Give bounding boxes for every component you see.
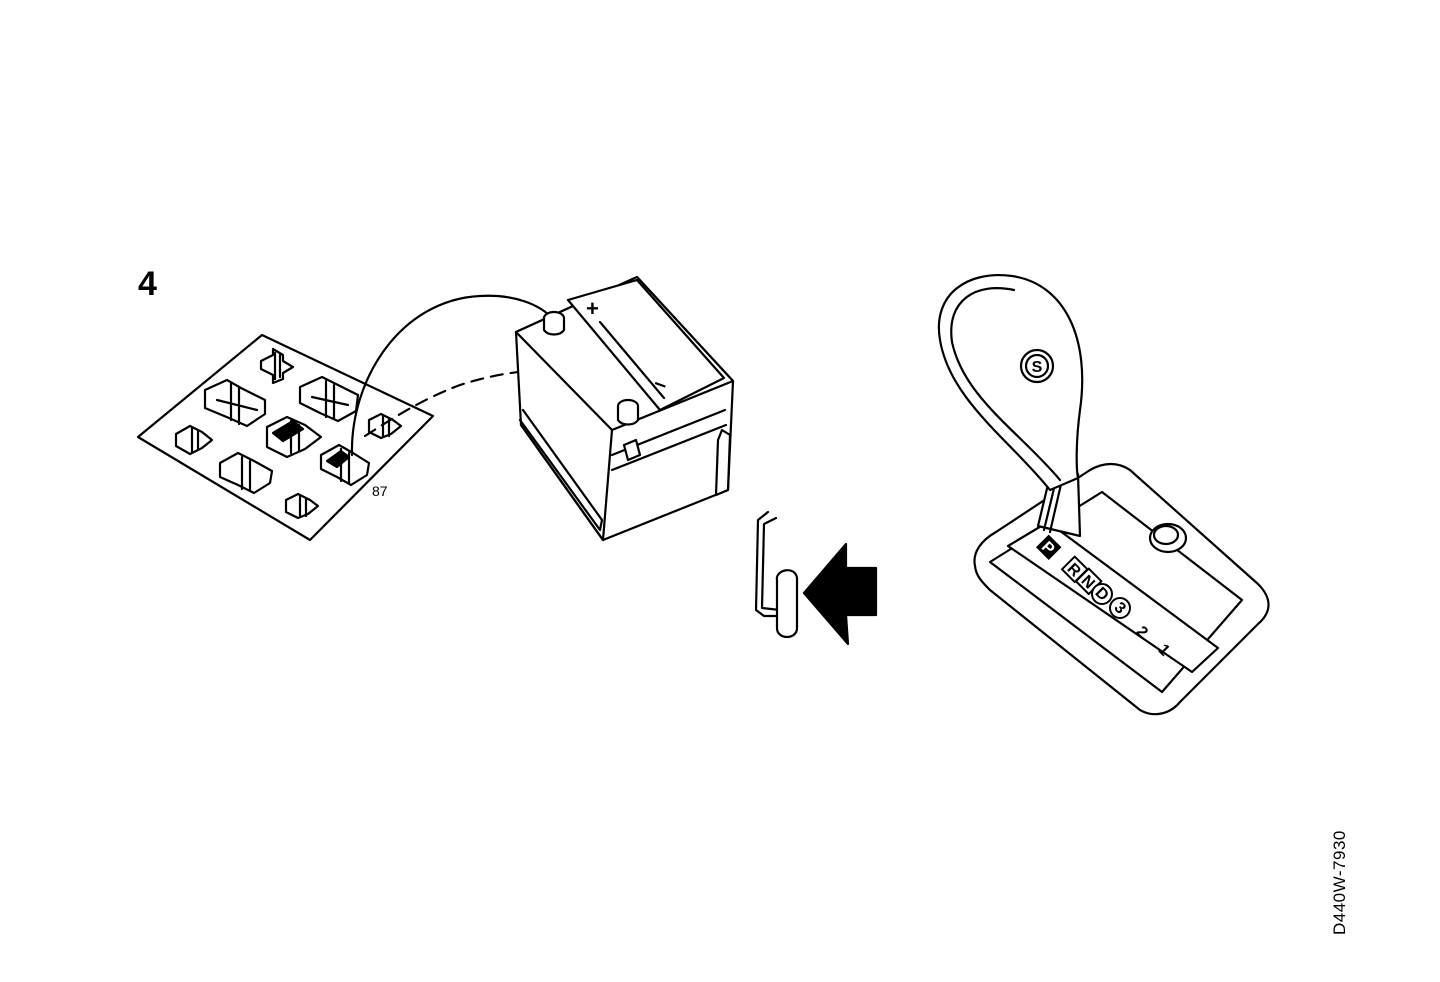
- relay-socket: [319, 443, 371, 487]
- relay-socket: [203, 378, 267, 428]
- shifter-knob: [937, 274, 1084, 492]
- battery-lid: [566, 278, 726, 412]
- relay-socket: [259, 347, 295, 385]
- relay-socket: [218, 451, 274, 495]
- gear-shifter: S P R N D 3 2 1: [937, 274, 1270, 716]
- knob-button-label: S: [1032, 359, 1043, 376]
- step-number: 4: [138, 265, 157, 303]
- relay-terminal-label: 87: [372, 483, 388, 499]
- battery-positive-symbol: +: [586, 296, 599, 321]
- relay-socket: [174, 424, 214, 456]
- relay-socket: [284, 492, 320, 520]
- direction-arrow: [802, 542, 878, 646]
- relay-board: 87: [136, 333, 435, 542]
- jumper-wire-positive: [350, 294, 554, 457]
- brake-pedal: [754, 510, 799, 639]
- battery: + –: [514, 275, 735, 542]
- shifter-gate-track: [1006, 520, 1220, 674]
- relay-socket: [265, 415, 323, 459]
